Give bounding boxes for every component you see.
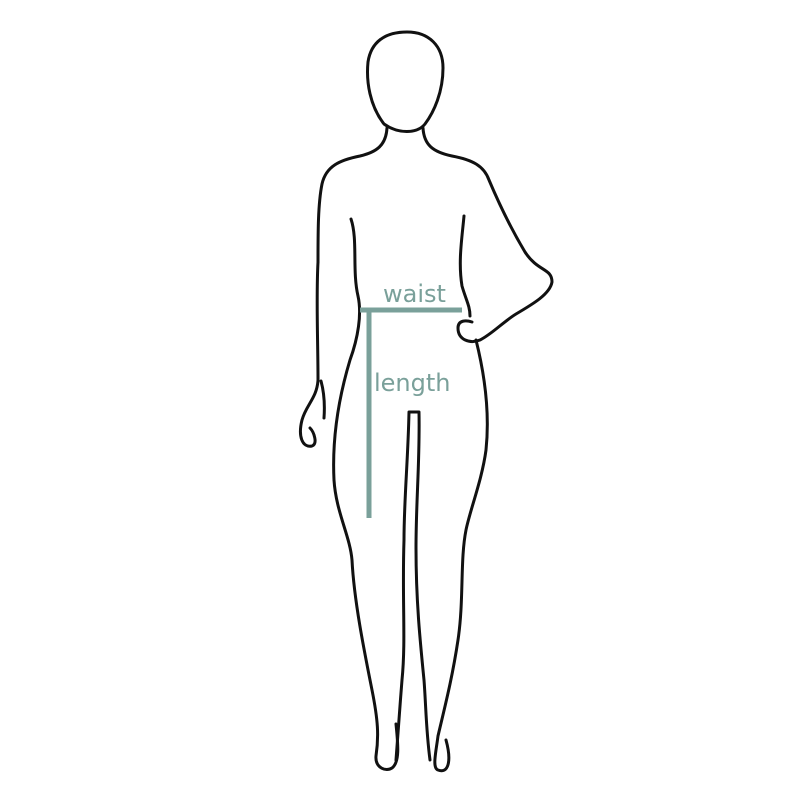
- neck-shoulders-outline: [316, 126, 389, 264]
- waist-label: waist: [383, 280, 446, 308]
- neck-right-outline: [421, 126, 554, 343]
- length-label: length: [374, 369, 451, 397]
- inner-legs-outline: [394, 410, 432, 762]
- figure-outline: [298, 30, 554, 773]
- left-torso-outline: [332, 217, 400, 771]
- left-arm-outline: [298, 260, 326, 448]
- measurement-annotations: waist length: [360, 280, 462, 518]
- head-outline: [366, 30, 445, 133]
- right-torso-outline: [433, 214, 489, 773]
